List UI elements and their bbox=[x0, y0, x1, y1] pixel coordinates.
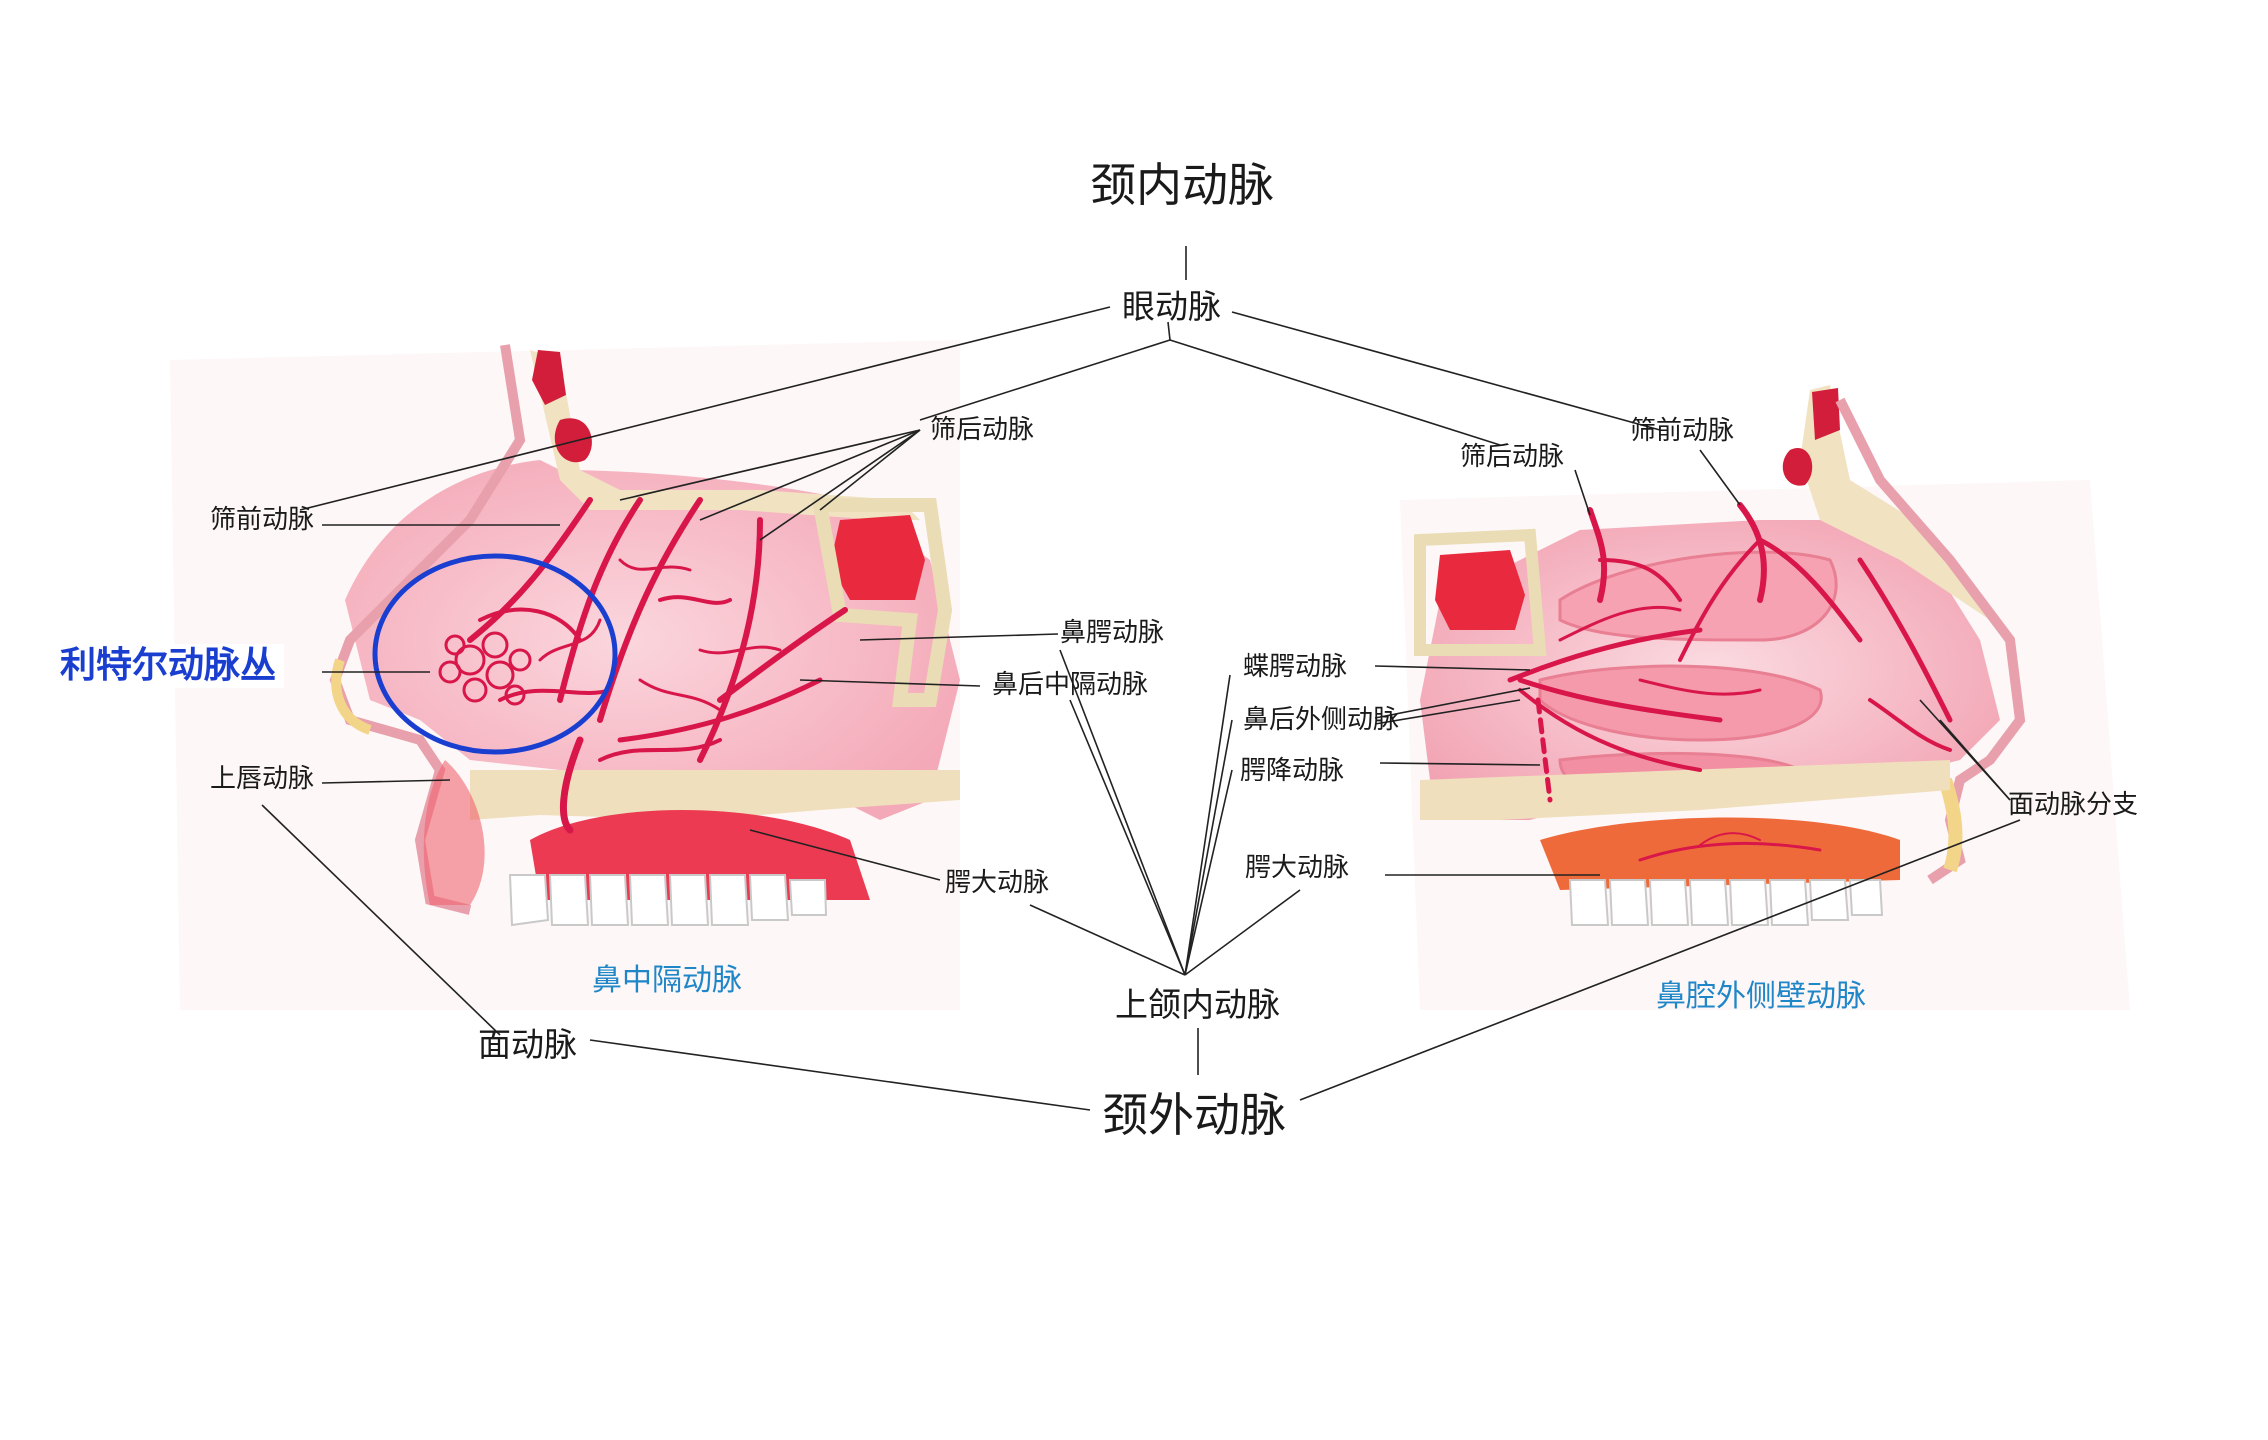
label-post-ethmoidal-right: 筛后动脉 bbox=[1460, 442, 1565, 472]
caption-lateral-wall-arteries: 鼻腔外侧壁动脉 bbox=[1656, 979, 1866, 1014]
teeth-right bbox=[1568, 879, 1884, 926]
label-upper-lip: 上唇动脉 bbox=[210, 764, 315, 794]
label-nasopalatine: 鼻腭动脉 bbox=[1060, 618, 1165, 648]
label-ant-ethmoidal-right: 筛前动脉 bbox=[1630, 416, 1735, 446]
label-facial-branches: 面动脉分支 bbox=[2008, 790, 2139, 820]
label-post-septal: 鼻后中隔动脉 bbox=[992, 670, 1149, 700]
label-sphenopalatine: 蝶腭动脉 bbox=[1243, 652, 1348, 682]
septum-arteries bbox=[467, 497, 848, 834]
little-plexus-mesh bbox=[438, 631, 532, 706]
label-ophthalmic: 眼动脉 bbox=[1122, 287, 1221, 326]
caption-septal-arteries: 鼻中隔动脉 bbox=[592, 963, 742, 998]
label-little-plexus: 利特尔动脉丛 bbox=[52, 644, 285, 688]
label-ant-ethmoidal-left: 筛前动脉 bbox=[210, 505, 315, 535]
label-descending-palatine: 腭降动脉 bbox=[1240, 756, 1345, 786]
lateral-wall-illustration bbox=[1400, 385, 2130, 1010]
leader-lines bbox=[261, 246, 2021, 1111]
little-area-highlight bbox=[372, 553, 618, 755]
lateral-arteries bbox=[1507, 502, 1953, 862]
label-internal-carotid: 颈内动脉 bbox=[1090, 158, 1274, 212]
label-external-carotid: 颈外动脉 bbox=[1102, 1088, 1286, 1142]
label-maxillary: 上颌内动脉 bbox=[1115, 985, 1280, 1024]
teeth-left bbox=[508, 874, 828, 927]
label-post-lateral-nasal: 鼻后外侧动脉 bbox=[1243, 705, 1400, 735]
septum-illustration bbox=[170, 340, 960, 1010]
label-facial: 面动脉 bbox=[478, 1025, 577, 1064]
label-greater-palatine-left: 腭大动脉 bbox=[945, 868, 1050, 898]
label-post-ethmoidal-left: 筛后动脉 bbox=[930, 415, 1035, 445]
label-greater-palatine-right: 腭大动脉 bbox=[1245, 853, 1350, 883]
